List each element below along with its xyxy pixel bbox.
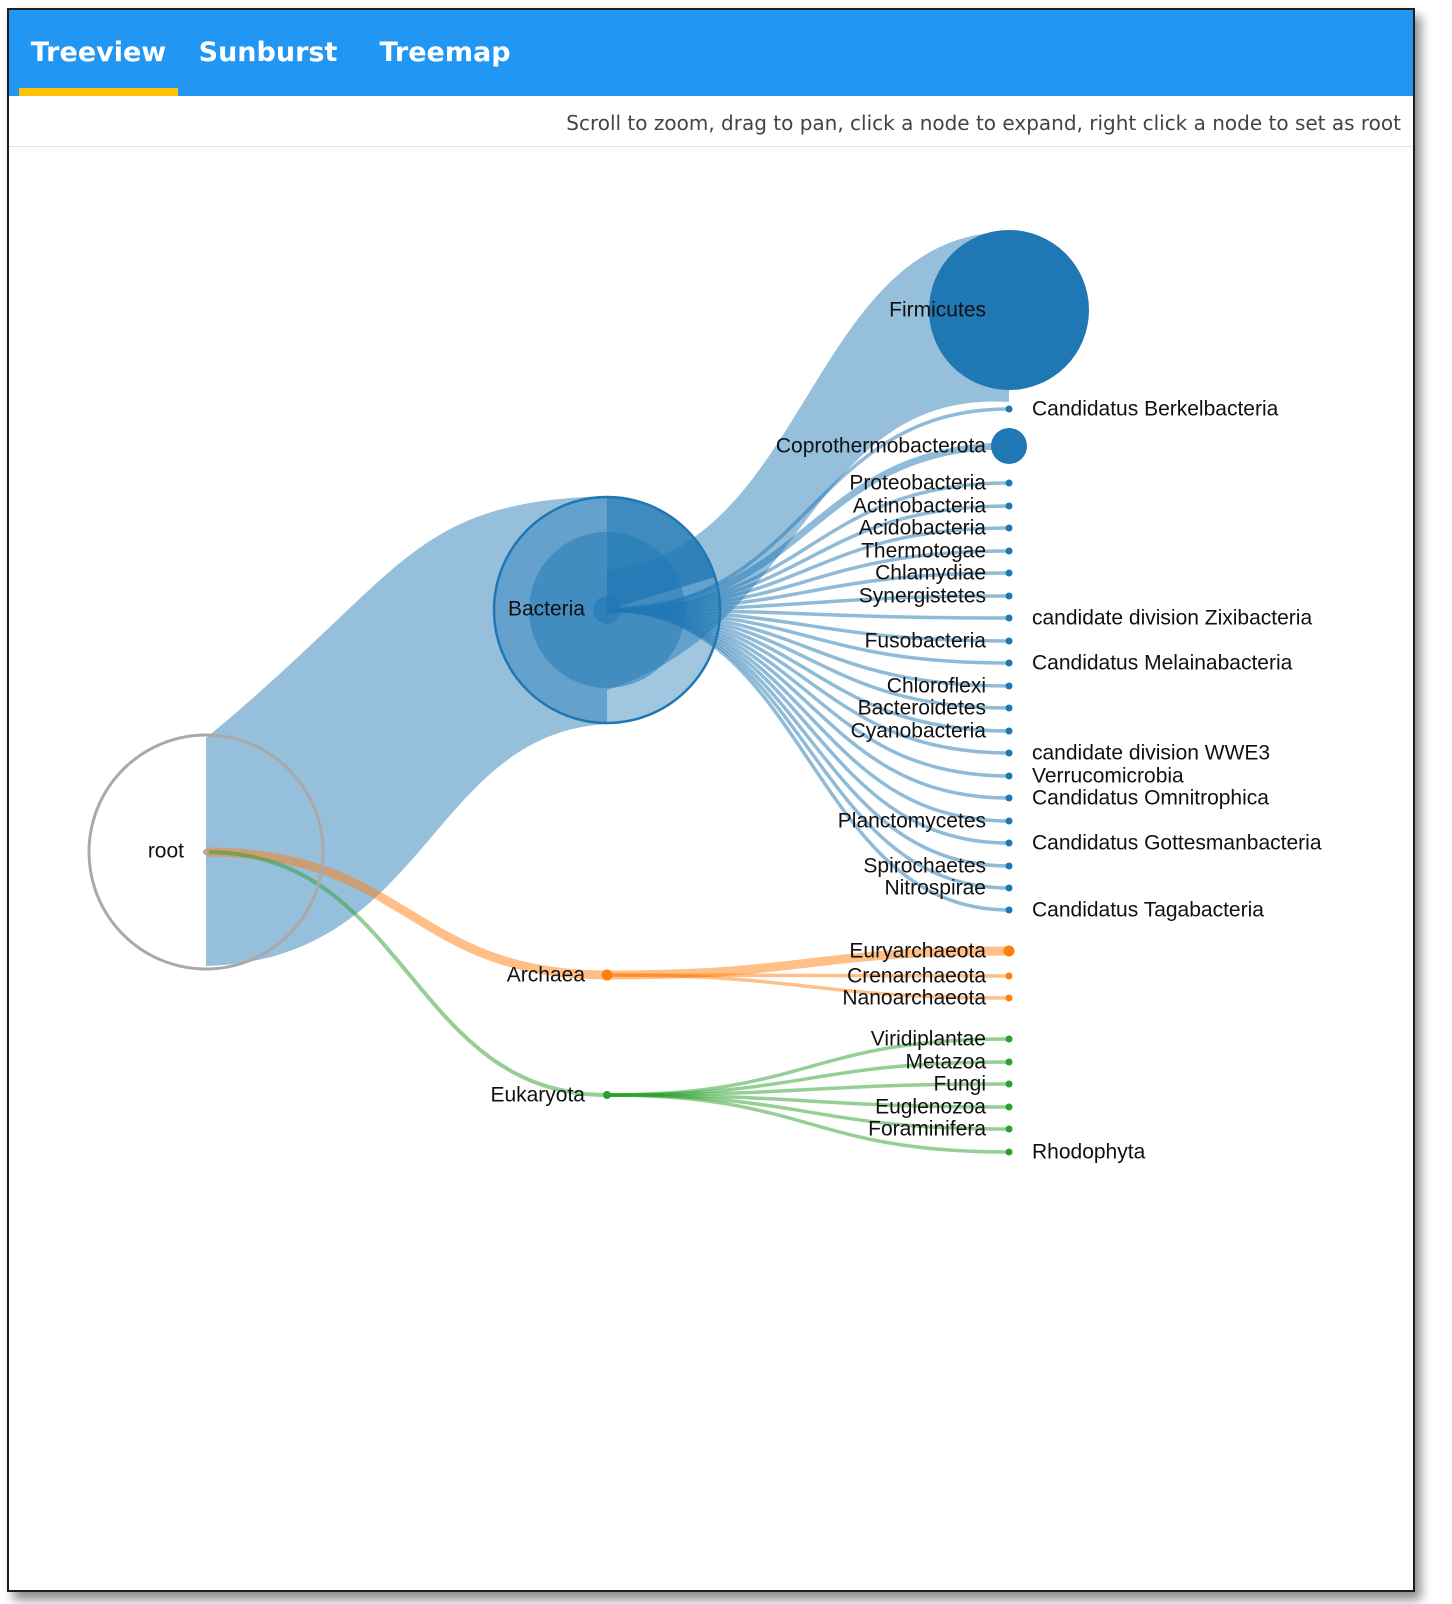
root-node-center[interactable]	[203, 849, 209, 855]
leaf-node-firmicutes[interactable]	[929, 230, 1089, 390]
leaf-label-viridiplantae: Viridiplantae	[871, 1028, 986, 1051]
leaf-node-bacteroidetes[interactable]	[1005, 704, 1013, 712]
usage-hint: Scroll to zoom, drag to pan, click a nod…	[566, 111, 1401, 135]
tab-treeview[interactable]: Treeview	[30, 37, 167, 68]
leaf-node-candidatus-berkelbacteria[interactable]	[1005, 405, 1013, 413]
leaf-label-rhodophyta: Rhodophyta	[1032, 1141, 1146, 1164]
bacteria-node-center[interactable]	[593, 596, 621, 624]
leaf-node-viridiplantae[interactable]	[1005, 1035, 1013, 1043]
leaf-label-candidate-division-zixibacteria: candidate division Zixibacteria	[1032, 607, 1312, 630]
leaf-node-candidatus-tagabacteria[interactable]	[1005, 906, 1013, 914]
leaf-label-metazoa: Metazoa	[905, 1051, 986, 1074]
leaf-node-coprothermobacterota[interactable]	[991, 428, 1027, 464]
tab-bar: Treeview Sunburst Treemap	[9, 10, 1413, 96]
leaf-node-spirochaetes[interactable]	[1005, 862, 1013, 870]
leaf-node-thermotogae[interactable]	[1005, 547, 1013, 555]
leaf-label-chloroflexi: Chloroflexi	[887, 675, 986, 698]
leaf-label-euglenozoa: Euglenozoa	[875, 1096, 986, 1119]
leaf-label-synergistetes: Synergistetes	[859, 585, 986, 608]
leaf-label-crenarchaeota: Crenarchaeota	[847, 965, 986, 988]
leaf-label-acidobacteria: Acidobacteria	[859, 517, 987, 540]
leaf-label-foraminifera: Foraminifera	[868, 1118, 986, 1141]
leaf-label-planctomycetes: Planctomycetes	[838, 810, 986, 833]
bacteria-node-wedge[interactable]	[607, 497, 715, 610]
tab-treemap[interactable]: Treemap	[379, 37, 511, 68]
active-tab-indicator	[19, 88, 178, 96]
eukaryota-node[interactable]	[603, 1091, 611, 1099]
link-root-archaea	[205, 847, 608, 980]
archaea-node[interactable]	[601, 969, 613, 981]
leaf-label-coprothermobacterota: Coprothermobacterota	[776, 435, 986, 458]
root-label: root	[148, 840, 184, 863]
eukaryota-label: Eukaryota	[490, 1084, 585, 1107]
leaf-label-candidatus-melainabacteria: Candidatus Melainabacteria	[1032, 652, 1293, 675]
leaf-label-fungi: Fungi	[933, 1073, 986, 1096]
leaf-label-spirochaetes: Spirochaetes	[863, 855, 986, 878]
leaf-node-euglenozoa[interactable]	[1005, 1103, 1013, 1111]
leaf-label-cyanobacteria: Cyanobacteria	[851, 720, 987, 743]
leaf-label-nanoarchaeota: Nanoarchaeota	[842, 987, 986, 1010]
leaf-label-candidatus-omnitrophica: Candidatus Omnitrophica	[1032, 787, 1269, 810]
leaf-node-fungi[interactable]	[1005, 1080, 1013, 1088]
leaf-node-crenarchaeota[interactable]	[1005, 972, 1013, 980]
leaf-node-fusobacteria[interactable]	[1005, 637, 1013, 645]
link-root-bacteria	[206, 496, 607, 966]
leaf-node-synergistetes[interactable]	[1005, 592, 1013, 600]
leaf-node-foraminifera[interactable]	[1005, 1125, 1013, 1133]
link-eukaryota-rhodophyta	[606, 1093, 1010, 1154]
link-archaea-nanoarchaeota	[606, 973, 1010, 1000]
leaf-label-proteobacteria: Proteobacteria	[849, 472, 986, 495]
leaf-label-firmicutes: Firmicutes	[889, 299, 986, 322]
leaf-node-actinobacteria[interactable]	[1005, 502, 1013, 510]
nodes-layer[interactable]	[87, 230, 1089, 1156]
leaf-node-candidatus-gottesmanbacteria[interactable]	[1005, 839, 1013, 847]
leaf-label-thermotogae: Thermotogae	[861, 540, 986, 563]
leaf-node-proteobacteria[interactable]	[1005, 479, 1013, 487]
leaf-label-fusobacteria: Fusobacteria	[865, 630, 987, 653]
root-node[interactable]	[87, 733, 325, 971]
leaf-node-candidate-division-wwe3[interactable]	[1005, 749, 1013, 757]
leaf-node-candidatus-omnitrophica[interactable]	[1005, 794, 1013, 802]
leaf-node-planctomycetes[interactable]	[1005, 817, 1013, 825]
leaf-label-candidatus-berkelbacteria: Candidatus Berkelbacteria	[1032, 398, 1279, 421]
leaf-label-bacteroidetes: Bacteroidetes	[858, 697, 986, 720]
app-window: Treeview Sunburst Treemap Scroll to zoom…	[7, 8, 1415, 1592]
leaf-label-verrucomicrobia: Verrucomicrobia	[1032, 765, 1184, 788]
leaf-node-nanoarchaeota[interactable]	[1005, 994, 1013, 1002]
leaf-label-nitrospirae: Nitrospirae	[884, 877, 986, 900]
leaf-label-candidatus-tagabacteria: Candidatus Tagabacteria	[1032, 899, 1264, 922]
leaf-node-acidobacteria[interactable]	[1005, 524, 1013, 532]
leaf-node-chlamydiae[interactable]	[1005, 569, 1013, 577]
leaf-label-chlamydiae: Chlamydiae	[875, 562, 986, 585]
link-root-eukaryota	[205, 850, 608, 1097]
leaf-node-candidate-division-zixibacteria[interactable]	[1005, 614, 1013, 622]
leaf-node-rhodophyta[interactable]	[1005, 1148, 1013, 1156]
leaf-label-actinobacteria: Actinobacteria	[853, 495, 986, 518]
leaf-label-candidatus-gottesmanbacteria: Candidatus Gottesmanbacteria	[1032, 832, 1322, 855]
bacteria-label: Bacteria	[508, 598, 585, 621]
leaf-label-candidate-division-wwe3: candidate division WWE3	[1032, 742, 1270, 765]
leaf-node-candidatus-melainabacteria[interactable]	[1005, 659, 1013, 667]
leaf-node-cyanobacteria[interactable]	[1005, 727, 1013, 735]
divider	[9, 146, 1413, 147]
leaf-node-verrucomicrobia[interactable]	[1005, 772, 1013, 780]
leaf-node-euryarchaeota[interactable]	[1003, 945, 1015, 957]
archaea-label: Archaea	[507, 964, 586, 987]
leaf-label-euryarchaeota: Euryarchaeota	[849, 940, 986, 963]
leaf-node-metazoa[interactable]	[1005, 1058, 1013, 1066]
leaf-node-chloroflexi[interactable]	[1005, 682, 1013, 690]
leaf-node-nitrospirae[interactable]	[1005, 884, 1013, 892]
tab-sunburst[interactable]: Sunburst	[198, 37, 338, 68]
